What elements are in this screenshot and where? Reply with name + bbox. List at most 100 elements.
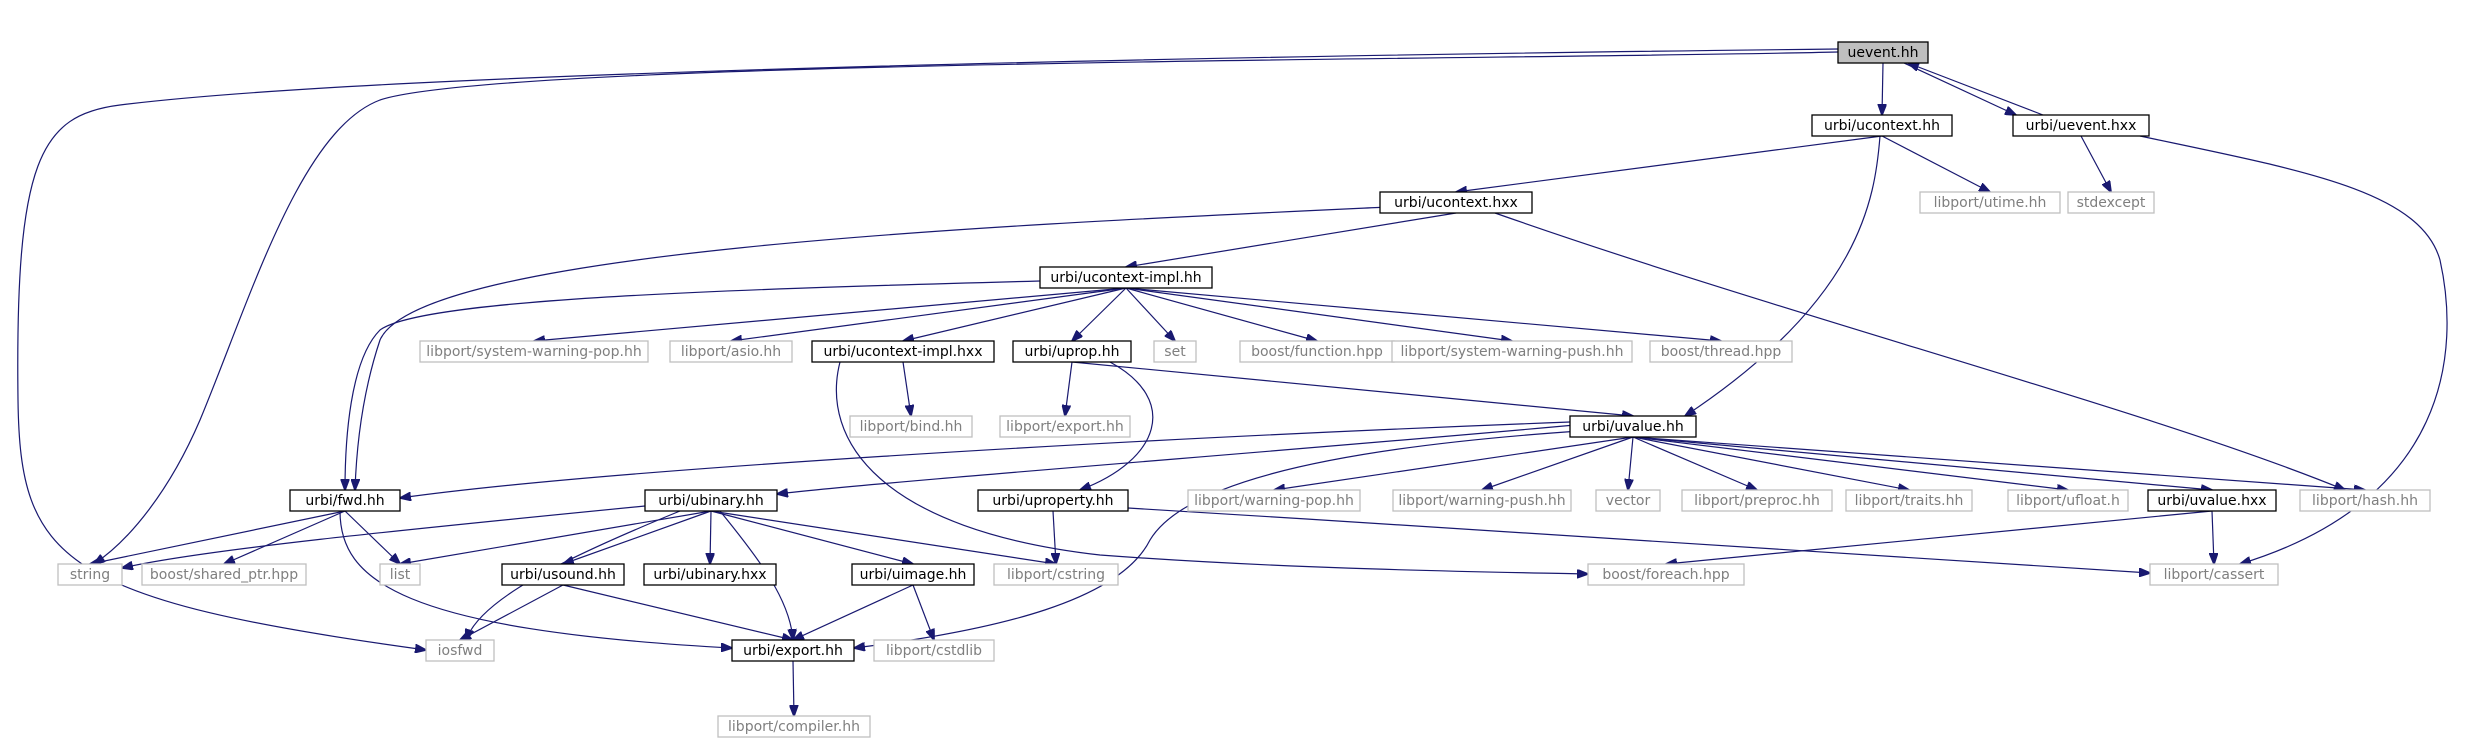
node-preproc: libport/preproc.hh — [1681, 489, 1833, 512]
node-label-sharedptr: boost/shared_ptr.hpp — [150, 567, 298, 583]
edge-uvalue_hh-to-traits — [1632, 436, 1909, 490]
node-label-fwd: urbi/fwd.hh — [305, 493, 384, 509]
node-label-ucontext_impl_hxx: urbi/ucontext-impl.hxx — [823, 344, 982, 360]
node-box-ubinary_hh — [644, 489, 778, 512]
node-box-list — [379, 563, 421, 586]
node-utime: libport/utime.hh — [1919, 191, 2061, 214]
node-label-preproc: libport/preproc.hh — [1694, 493, 1820, 509]
node-ufloat: libport/ufloat.h — [2007, 489, 2129, 512]
edge-uevent_hh-to-uevent_hxx — [1903, 62, 2016, 115]
node-ucontext_hxx[interactable]: urbi/ucontext.hxx — [1379, 191, 1533, 214]
edge-uimage-to-cstdlib — [912, 584, 934, 640]
node-label-traits: libport/traits.hh — [1855, 493, 1964, 509]
edge-ucontext_hh-to-utime — [1881, 135, 1990, 192]
node-bfunction: boost/function.hpp — [1239, 340, 1395, 363]
node-box-iosfwd — [425, 639, 495, 662]
node-box-uimage — [851, 563, 975, 586]
node-ucontext_impl_hxx[interactable]: urbi/ucontext-impl.hxx — [811, 340, 995, 363]
node-uevent_hxx[interactable]: urbi/uevent.hxx — [2012, 114, 2150, 137]
node-usound[interactable]: urbi/usound.hh — [501, 563, 625, 586]
node-box-uvalue_hxx — [2147, 489, 2277, 512]
node-box-usound — [501, 563, 625, 586]
node-ucontext_hh[interactable]: urbi/ucontext.hh — [1811, 114, 1953, 137]
edge-uprop_hh-to-uproperty — [1080, 361, 1154, 490]
edge-ucontext_hxx-to-ucontext_impl_hh — [1126, 212, 1457, 267]
edge-ucontext_hxx-to-fwd — [355, 206, 1389, 490]
node-cassert: libport/cassert — [2149, 563, 2279, 586]
node-vector: vector — [1595, 489, 1661, 512]
node-sharedptr: boost/shared_ptr.hpp — [141, 563, 307, 586]
node-label-bfunction: boost/function.hpp — [1251, 344, 1383, 360]
edge-ucontext_impl_hh-to-ucontext_impl_hxx — [903, 287, 1127, 341]
node-asio: libport/asio.hh — [669, 340, 793, 363]
edge-ucontext_impl_hh-to-swpop — [534, 287, 1127, 341]
node-box-wpop — [1187, 489, 1361, 512]
node-wpop: libport/warning-pop.hh — [1187, 489, 1361, 512]
edge-ucontext_impl_hh-to-swpush — [1125, 287, 1512, 341]
edge-uvalue_hh-to-fwd — [400, 421, 1571, 498]
node-stdexcept: stdexcept — [2067, 191, 2155, 214]
edge-ucontext_impl_hh-to-bthread — [1125, 287, 1721, 341]
node-box-uprop_hh — [1012, 340, 1132, 363]
node-box-uevent_hxx — [2012, 114, 2150, 137]
node-label-ucontext_hxx: urbi/ucontext.hxx — [1394, 195, 1518, 211]
node-box-uexport — [731, 639, 855, 662]
node-uvalue_hxx[interactable]: urbi/uvalue.hxx — [2147, 489, 2277, 512]
node-label-lexport: libport/export.hh — [1006, 419, 1124, 435]
node-box-ucontext_hxx — [1379, 191, 1533, 214]
edge-uvalue_hh-to-uvalue_hxx — [1632, 436, 2212, 490]
node-bind: libport/bind.hh — [849, 415, 973, 438]
edge-ucontext_impl_hxx-to-foreach — [835, 361, 1588, 574]
node-label-iosfwd: iosfwd — [438, 643, 483, 659]
node-uexport[interactable]: urbi/export.hh — [731, 639, 855, 662]
edge-uevent_hxx-to-cassert — [2139, 135, 2448, 564]
node-swpop: libport/system-warning-pop.hh — [419, 340, 649, 363]
node-label-hash: libport/hash.hh — [2312, 493, 2418, 509]
edge-usound-to-uexport — [562, 584, 793, 640]
edge-fwd-to-list — [344, 510, 400, 564]
node-ubinary_hxx[interactable]: urbi/ubinary.hxx — [643, 563, 777, 586]
node-uproperty[interactable]: urbi/uproperty.hh — [977, 489, 1129, 512]
node-uevent_hh[interactable]: uevent.hh — [1837, 41, 1929, 64]
edge-ucontext_impl_hh-to-fwd — [345, 280, 1041, 490]
node-label-uexport: urbi/export.hh — [743, 643, 843, 659]
node-label-wpop: libport/warning-pop.hh — [1194, 493, 1354, 509]
edge-ubinary_hh-to-uimage — [710, 510, 913, 564]
edge-uevent_hxx-to-uevent_hh — [1908, 63, 2044, 116]
node-uvalue_hh[interactable]: urbi/uvalue.hh — [1569, 415, 1697, 438]
edge-ucontext_hh-to-uvalue_hh — [1685, 135, 1881, 416]
node-box-compiler — [717, 715, 871, 738]
node-label-uimage: urbi/uimage.hh — [860, 567, 967, 583]
node-wpush: libport/warning-push.hh — [1392, 489, 1572, 512]
node-label-swpush: libport/system-warning-push.hh — [1401, 344, 1624, 360]
node-label-compiler: libport/compiler.hh — [728, 719, 860, 735]
node-box-ufloat — [2007, 489, 2129, 512]
node-traits: libport/traits.hh — [1845, 489, 1973, 512]
node-box-sharedptr — [141, 563, 307, 586]
node-label-list: list — [390, 567, 411, 583]
node-box-bind — [849, 415, 973, 438]
node-fwd[interactable]: urbi/fwd.hh — [289, 489, 401, 512]
node-set: set — [1153, 340, 1197, 363]
node-label-ubinary_hxx: urbi/ubinary.hxx — [653, 567, 766, 583]
edge-fwd-to-sharedptr — [224, 510, 346, 564]
edge-ubinary_hh-to-cstring — [710, 510, 1056, 564]
node-label-ucontext_impl_hh: urbi/ucontext-impl.hh — [1050, 270, 1201, 286]
node-label-ucontext_hh: urbi/ucontext.hh — [1824, 118, 1940, 134]
node-box-bthread — [1649, 340, 1793, 363]
node-ucontext_impl_hh[interactable]: urbi/ucontext-impl.hh — [1039, 266, 1213, 289]
node-ubinary_hh[interactable]: urbi/ubinary.hh — [644, 489, 778, 512]
node-label-foreach: boost/foreach.hpp — [1602, 567, 1729, 583]
edge-uvalue_hxx-to-foreach — [1666, 510, 2213, 564]
edge-uvalue_hh-to-wpop — [1274, 436, 1634, 490]
node-box-string — [57, 563, 123, 586]
node-uimage[interactable]: urbi/uimage.hh — [851, 563, 975, 586]
node-label-string: string — [70, 567, 110, 583]
node-uprop_hh[interactable]: urbi/uprop.hh — [1012, 340, 1132, 363]
node-label-uevent_hh: uevent.hh — [1848, 45, 1919, 61]
node-box-ubinary_hxx — [643, 563, 777, 586]
edge-uvalue_hxx-to-cassert — [2212, 510, 2214, 564]
node-foreach: boost/foreach.hpp — [1587, 563, 1745, 586]
edge-fwd-to-string — [90, 510, 346, 564]
